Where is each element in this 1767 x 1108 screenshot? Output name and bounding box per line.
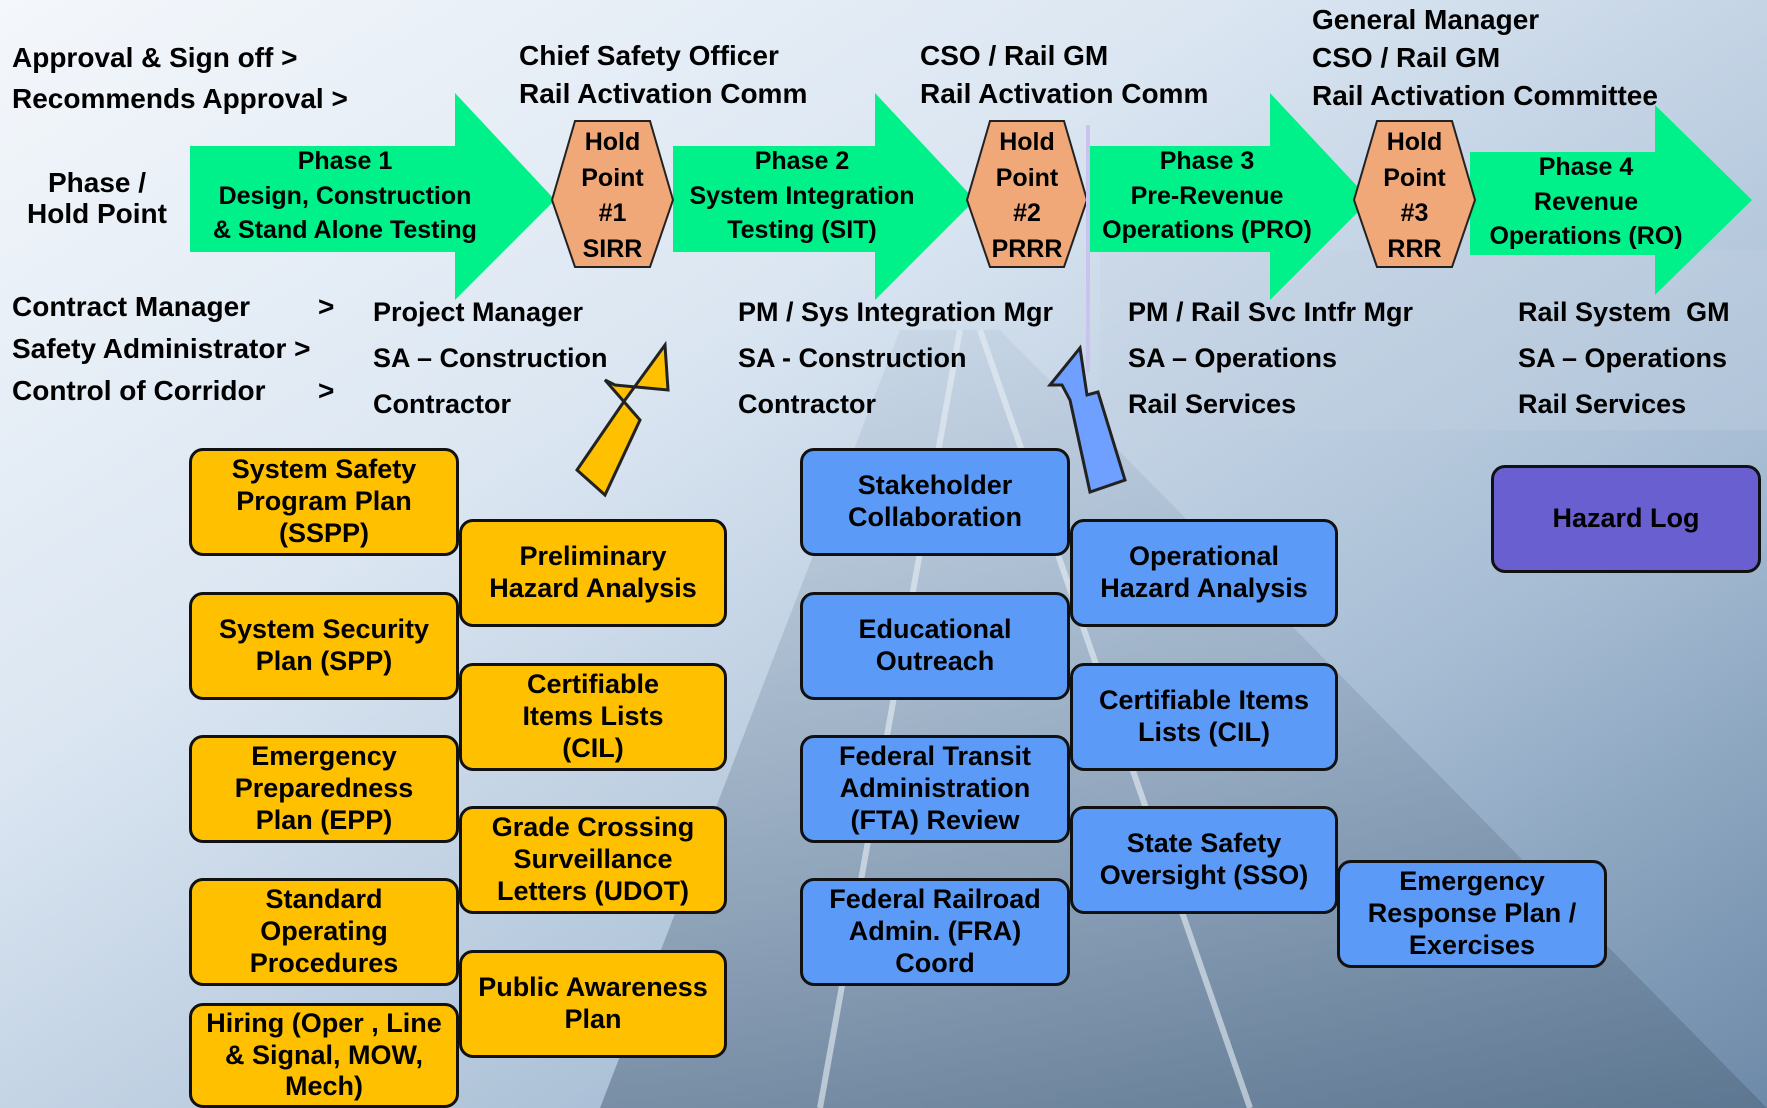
resp-4-sa: SA – Operations (1518, 343, 1728, 373)
resp-2-corridor: Contractor (738, 389, 877, 419)
stakeholder-text: Stakeholder Collaboration (848, 470, 1022, 532)
hold-point-1-hexagon (550, 120, 675, 268)
resp-3-manager: PM / Rail Svc Intfr Mgr (1128, 297, 1414, 327)
public-awareness-box: Public Awareness Plan (459, 950, 727, 1058)
cil-blue-text: Certifiable Items Lists (CIL) (1098, 685, 1310, 747)
phase-hold-label-line2: Hold Point (27, 197, 167, 229)
hazard-log-box: Hazard Log (1491, 465, 1761, 573)
emergency-response-text: Emergency Response Plan / Exercises (1367, 866, 1577, 960)
public-awareness-text: Public Awareness Plan (478, 972, 708, 1034)
fta-box: Federal Transit Administration (FTA) Rev… (800, 735, 1070, 843)
hold-point-3-text: Hold Point #3 RRR (1383, 128, 1446, 263)
emergency-response-box: Emergency Response Plan / Exercises (1337, 860, 1607, 968)
cil-orange-text: Certifiable Items Lists (CIL) (522, 669, 664, 763)
yellow-pointer-arrow (575, 340, 670, 498)
sso-text: State Safety Oversight (SSO) (1099, 828, 1309, 890)
epp-text: Emergency Preparedness Plan (EPP) (234, 741, 414, 835)
hold-point-1-text: Hold Point #1 SIRR (581, 128, 644, 263)
phase-1-arrow (190, 93, 555, 300)
spp-text: System Security Plan (SPP) (218, 614, 430, 676)
hazard-log-text: Hazard Log (1552, 503, 1700, 534)
pha-box: Preliminary Hazard Analysis (459, 519, 727, 627)
approver-hp1-line1: Chief Safety Officer (519, 40, 779, 71)
sspp-box: System Safety Program Plan (SSPP) (189, 448, 459, 556)
blue-pointer-arrow (1046, 344, 1127, 494)
contract-manager-label: Contract Manager (12, 291, 251, 322)
spp-box: System Security Plan (SPP) (189, 592, 459, 700)
sso-box: State Safety Oversight (SSO) (1070, 806, 1338, 914)
control-of-corridor-gt: > (318, 375, 335, 406)
resp-4-manager: Rail System GM (1518, 297, 1730, 327)
phase-2-text: Phase 2 System Integration Testing (SIT) (689, 147, 915, 244)
fta-text: Federal Transit Administration (FTA) Rev… (838, 741, 1032, 835)
cil-orange-box: Certifiable Items Lists (CIL) (459, 663, 727, 771)
approver-hp2-line2: Rail Activation Comm (920, 78, 1209, 109)
approver-hp3-line1: General Manager (1312, 4, 1540, 35)
approver-hp1-line2: Rail Activation Comm (519, 78, 808, 109)
resp-1-manager: Project Manager (373, 297, 584, 327)
sop-box: Standard Operating Procedures (189, 878, 459, 986)
stakeholder-box: Stakeholder Collaboration (800, 448, 1070, 556)
resp-4-corridor: Rail Services (1518, 389, 1687, 419)
phase-hold-label: Phase / Hold Point (12, 167, 182, 230)
grade-crossing-box: Grade Crossing Surveillance Letters (UDO… (459, 806, 727, 914)
fra-box: Federal Railroad Admin. (FRA) Coord (800, 878, 1070, 986)
resp-3-corridor: Rail Services (1128, 389, 1297, 419)
recommends-label: Recommends Approval > (12, 83, 348, 114)
phase-4-text: Phase 4 Revenue Operations (RO) (1489, 153, 1683, 250)
hold-point-2-hexagon (965, 120, 1089, 268)
pha-text: Preliminary Hazard Analysis (489, 541, 697, 603)
grade-crossing-text: Grade Crossing Surveillance Letters (UDO… (491, 812, 695, 906)
fra-text: Federal Railroad Admin. (FRA) Coord (829, 884, 1041, 978)
hold-point-2-text: Hold Point #2 PRRR (991, 128, 1063, 263)
hold-point-3-hexagon (1352, 120, 1477, 268)
control-of-corridor-label: Control of Corridor (12, 375, 266, 406)
oha-text: Operational Hazard Analysis (1100, 541, 1308, 603)
oha-box: Operational Hazard Analysis (1070, 519, 1338, 627)
phase-3-text: Phase 3 Pre-Revenue Operations (PRO) (1102, 147, 1312, 244)
epp-box: Emergency Preparedness Plan (EPP) (189, 735, 459, 843)
hiring-text: Hiring (Oper , Line & Signal, MOW, Mech) (206, 1007, 442, 1102)
safety-administrator-label: Safety Administrator > (12, 333, 311, 364)
phase-4-arrow (1470, 105, 1752, 295)
resp-2-sa: SA - Construction (738, 343, 967, 373)
approver-hp3-line2: CSO / Rail GM (1312, 42, 1501, 73)
approver-hp2-line1: CSO / Rail GM (920, 40, 1109, 71)
phase-3-arrow (1090, 93, 1370, 300)
educational-box: Educational Outreach (800, 592, 1070, 700)
sop-text: Standard Operating Procedures (249, 884, 399, 978)
sspp-text: System Safety Program Plan (SSPP) (231, 454, 417, 548)
resp-1-corridor: Contractor (373, 389, 512, 419)
approver-hp3-line3: Rail Activation Committee (1312, 80, 1658, 111)
phase-1-text: Phase 1 Design, Construction & Stand Alo… (213, 147, 477, 244)
phase-hold-label-line1: Phase / (47, 167, 147, 198)
hiring-box: Hiring (Oper , Line & Signal, MOW, Mech) (189, 1003, 459, 1108)
resp-3-sa: SA – Operations (1128, 343, 1338, 373)
cil-blue-box: Certifiable Items Lists (CIL) (1070, 663, 1338, 771)
resp-2-manager: PM / Sys Integration Mgr (738, 297, 1054, 327)
educational-text: Educational Outreach (858, 614, 1012, 676)
contract-manager-gt: > (318, 291, 335, 322)
approval-label: Approval & Sign off > (12, 42, 298, 73)
phase-2-arrow (673, 93, 975, 300)
resp-1-sa: SA – Construction (373, 343, 608, 373)
